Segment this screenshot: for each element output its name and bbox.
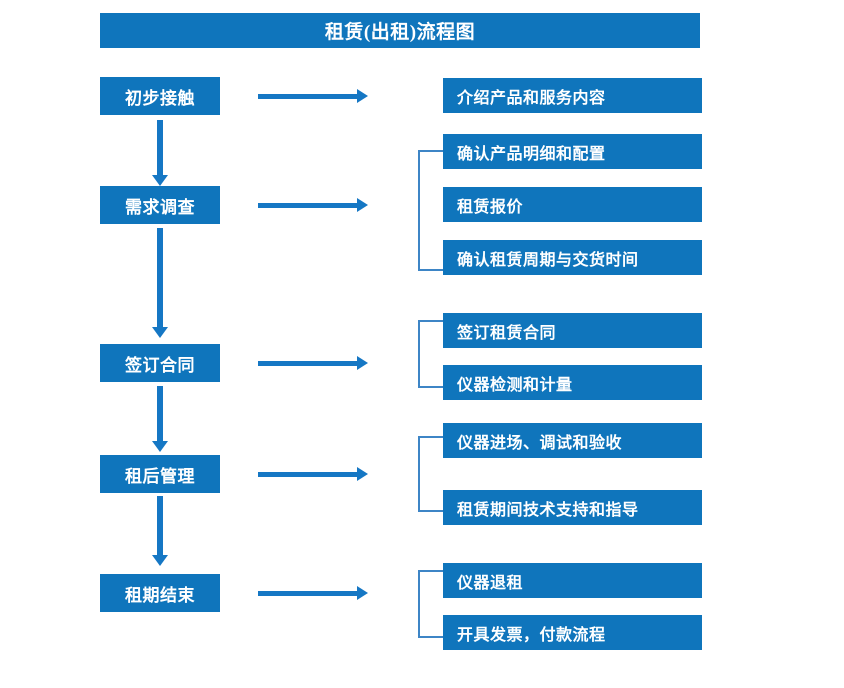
arrow-head [152,175,168,186]
arrow-down-management-to-end [152,496,168,566]
stage-box-post-rental-management[interactable]: 租后管理 [100,455,220,493]
arrow-shaft [157,386,163,441]
arrow-right-rental-end [258,586,368,600]
detail-box-instrument-return[interactable]: 仪器退租 [443,563,702,598]
stage-box-sign-contract[interactable]: 签订合同 [100,344,220,382]
arrow-down-initial-to-demand [152,120,168,186]
group-bracket-post-rental-management [418,436,444,512]
arrow-right-post-rental-management [258,467,368,481]
detail-box-confirm-period-delivery[interactable]: 确认租赁周期与交货时间 [443,240,702,275]
arrow-shaft [258,591,357,596]
detail-box-sign-rental-contract[interactable]: 签订租赁合同 [443,313,702,348]
arrow-head [357,198,368,212]
arrow-right-sign-contract [258,356,368,370]
stage-box-rental-end[interactable]: 租期结束 [100,574,220,612]
arrow-right-demand-survey [258,198,368,212]
arrow-down-demand-to-contract [152,228,168,338]
detail-box-rental-quotation[interactable]: 租赁报价 [443,187,702,222]
arrow-head [357,356,368,370]
detail-box-introduce-products[interactable]: 介绍产品和服务内容 [443,78,702,113]
diagram-title: 租赁(出租)流程图 [100,13,700,48]
arrow-shaft [157,120,163,175]
arrow-shaft [157,228,163,327]
stage-box-demand-survey[interactable]: 需求调查 [100,186,220,224]
group-bracket-rental-end [418,570,444,638]
arrow-shaft [258,361,357,366]
arrow-shaft [258,94,357,99]
arrow-right-initial-contact [258,89,368,103]
detail-box-instrument-inspection[interactable]: 仪器检测和计量 [443,365,702,400]
stage-box-initial-contact[interactable]: 初步接触 [100,77,220,115]
arrow-head [152,555,168,566]
arrow-down-contract-to-management [152,386,168,452]
arrow-head [357,89,368,103]
arrow-shaft [258,203,357,208]
group-bracket-sign-contract [418,320,444,388]
arrow-shaft [258,472,357,477]
detail-box-technical-support[interactable]: 租赁期间技术支持和指导 [443,490,702,525]
detail-box-confirm-product-details[interactable]: 确认产品明细和配置 [443,134,702,169]
arrow-head [357,467,368,481]
detail-box-instrument-entry-commissioning[interactable]: 仪器进场、调试和验收 [443,423,702,458]
detail-box-invoice-payment[interactable]: 开具发票，付款流程 [443,615,702,650]
arrow-head [357,586,368,600]
group-bracket-demand-survey [418,150,444,271]
arrow-head [152,441,168,452]
arrow-shaft [157,496,163,555]
arrow-head [152,327,168,338]
